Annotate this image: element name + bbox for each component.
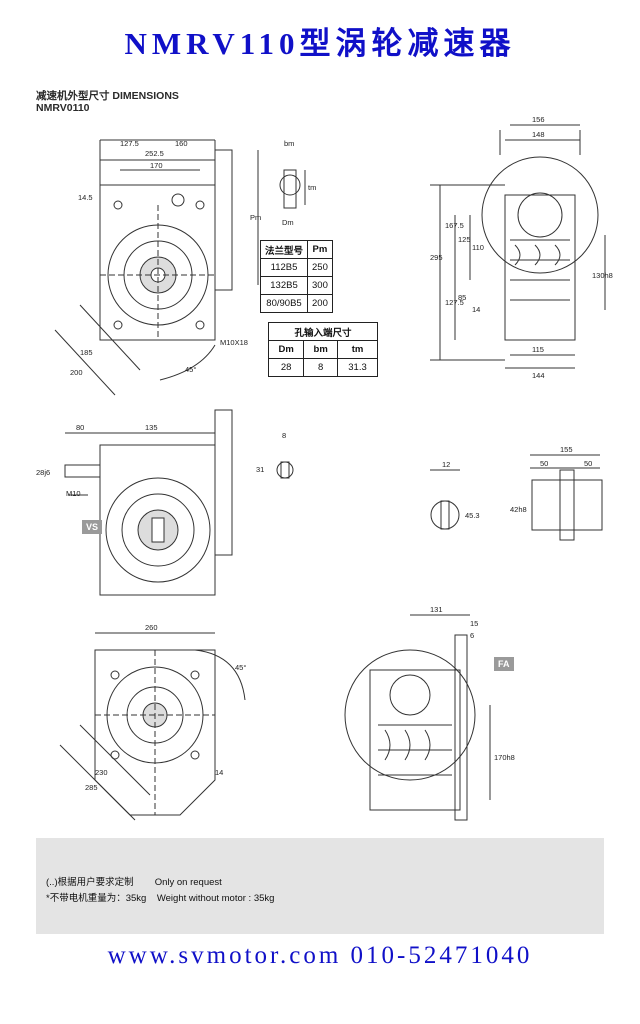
dimensions-heading: 减速机外型尺寸 DIMENSIONS — [36, 90, 179, 102]
dim-top-127-5: 127.5 — [120, 139, 139, 148]
flange-table-cell: 80/90B5 — [259, 294, 309, 313]
dim-vs-135: 135 — [145, 423, 158, 432]
flange-table-cell: 250 — [307, 258, 333, 277]
input-table-caption: 孔输入端尺寸 — [268, 322, 378, 341]
dim-side-110: 110 — [472, 243, 484, 252]
dim-side-156: 156 — [532, 115, 545, 124]
dim-top-pm: Pm — [250, 213, 261, 222]
dim-fa-15: 15 — [470, 619, 478, 628]
dim-shaft-45-3: 45.3 — [465, 511, 480, 520]
dim-vs-28j6: 28j6 — [36, 468, 50, 477]
dim-side-295: 295 — [430, 253, 443, 262]
note-weight: *不带电机重量为：35kg Weight without motor : 35k… — [46, 893, 275, 904]
flange-table-header: Pm — [307, 240, 333, 259]
footer-contact: www.svmotor.com 010-52471040 — [107, 942, 533, 969]
dim-flange-260: 260 — [145, 623, 158, 632]
dim-side-85: 85 — [458, 293, 466, 302]
input-table: 孔输入端尺寸 Dm bm tm 28 8 31.3 — [267, 322, 378, 377]
dim-side-115: 115 — [532, 345, 544, 354]
dim-flange-14: 14 — [215, 768, 223, 777]
dim-side-148: 148 — [532, 130, 545, 139]
dim-side-144: 144 — [532, 371, 545, 380]
page-title: NMRV110型涡轮减速器 — [124, 26, 516, 61]
input-table-cell: 31.3 — [337, 358, 378, 377]
dim-top-200: 200 — [70, 368, 83, 377]
dim-top-14-5: 14.5 — [78, 193, 93, 202]
input-table-header: tm — [337, 340, 378, 359]
dim-side-14: 14 — [472, 305, 480, 314]
vs-tag: VS — [82, 520, 103, 534]
dim-flange-45deg: 45° — [235, 663, 246, 672]
fa-tag: FA — [494, 657, 514, 671]
input-table-header: bm — [303, 340, 339, 359]
dim-side-125: 125 — [458, 235, 471, 244]
input-table-cell: 28 — [267, 358, 305, 377]
dim-side-167-5: 167.5 — [445, 221, 464, 230]
dim-shaft-12: 12 — [442, 460, 450, 469]
dim-key-dm: Dm — [282, 218, 294, 227]
dim-key-bm: bm — [284, 139, 294, 148]
dim-top-45deg: 45° — [185, 365, 196, 374]
dim-shaft-50b: 50 — [584, 459, 592, 468]
flange-table-cell: 112B5 — [259, 258, 309, 277]
dim-top-m10x18: M10X18 — [220, 338, 248, 347]
dim-vs-31: 31 — [256, 465, 264, 474]
dim-fa-170h8: 170h8 — [494, 753, 515, 762]
dim-shaft-155: 155 — [560, 445, 573, 454]
flange-table-cell: 132B5 — [259, 276, 309, 295]
model-heading: NMRV0110 — [36, 102, 90, 114]
dim-top-185: 185 — [80, 348, 93, 357]
dim-vs-80: 80 — [76, 423, 84, 432]
input-table-header: Dm — [267, 340, 305, 359]
dim-vs-8: 8 — [282, 431, 286, 440]
dim-side-127-5: 127.5 — [445, 298, 464, 307]
dim-shaft-42h8: 42h8 — [510, 505, 527, 514]
flange-table-header: 法兰型号 — [259, 240, 309, 259]
dim-key-tm: tm — [308, 183, 316, 192]
flange-table-cell: 200 — [307, 294, 333, 313]
notes-box — [36, 838, 604, 934]
dim-flange-230: 230 — [95, 768, 108, 777]
dim-top-170: 170 — [150, 161, 163, 170]
dim-top-252-5: 252.5 — [145, 149, 164, 158]
dim-fa-131: 131 — [430, 605, 443, 614]
dim-vs-m10: M10 — [66, 489, 81, 498]
dim-side-130h8: 130h8 — [592, 271, 613, 280]
dim-top-160: 160 — [175, 139, 188, 148]
flange-table-cell: 300 — [307, 276, 333, 295]
flange-table: 法兰型号 Pm 112B5 250 132B5 300 80/90B5 200 — [259, 240, 333, 313]
note-request: (..)根据用户要求定制 Only on request — [46, 877, 222, 888]
dim-flange-285: 285 — [85, 783, 98, 792]
dim-shaft-50a: 50 — [540, 459, 548, 468]
dim-fa-6: 6 — [470, 631, 474, 640]
input-table-cell: 8 — [303, 358, 339, 377]
